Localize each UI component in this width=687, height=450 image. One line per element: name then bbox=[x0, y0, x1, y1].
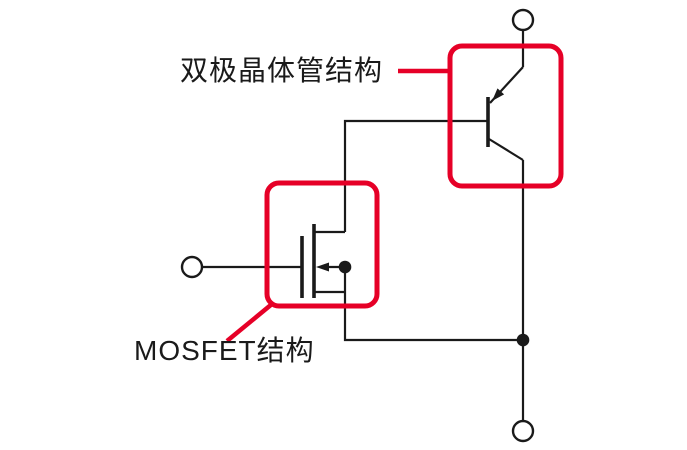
emitter-terminal-circle bbox=[511, 419, 535, 443]
mosfet-leader-line bbox=[225, 302, 274, 343]
bjt-symbol bbox=[486, 66, 524, 161]
mosfet-highlight-box bbox=[264, 180, 380, 309]
source-wire bbox=[343, 267, 523, 342]
mosfet-body-arrow-icon bbox=[316, 262, 329, 272]
bjt-emitter-arrow-icon bbox=[492, 88, 505, 101]
collector-terminal-circle bbox=[511, 8, 535, 32]
bjt-collector-lead bbox=[488, 138, 524, 161]
bjt-label: 双极晶体管结构 bbox=[180, 55, 384, 86]
rail-junction-dot bbox=[516, 333, 530, 347]
gate-terminal-circle bbox=[180, 255, 204, 279]
mosfet-label: MOSFET结构 bbox=[134, 335, 315, 366]
circuit-wires bbox=[180, 8, 535, 443]
bjt-highlight-box bbox=[447, 43, 564, 189]
base-wire bbox=[343, 119, 487, 232]
